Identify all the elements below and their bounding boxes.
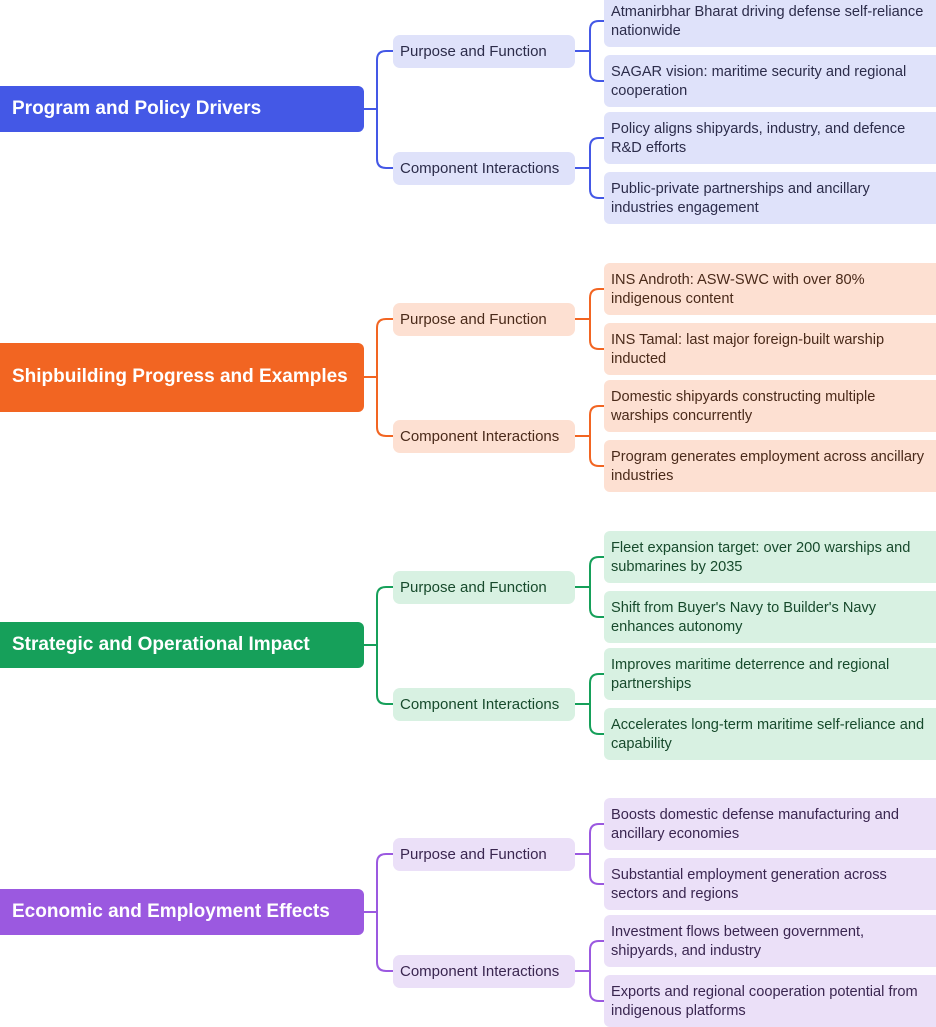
leaf-node-text: Atmanirbhar Bharat driving defense self-… <box>611 4 924 39</box>
leaf-node: Domestic shipyards constructing multiple… <box>604 380 936 432</box>
leaf-node-text: Program generates employment across anci… <box>611 449 925 484</box>
leaf-node: SAGAR vision: maritime security and regi… <box>604 55 936 107</box>
leaf-node-text: Accelerates long-term maritime self-reli… <box>611 717 925 752</box>
connector-line <box>589 405 604 467</box>
leaf-node-text: INS Tamal: last major foreign-built wars… <box>611 332 885 367</box>
branch-node-label: Component Interactions <box>400 427 560 445</box>
connector-line <box>589 556 604 618</box>
leaf-node: Improves maritime deterrence and regiona… <box>604 648 936 700</box>
connector-line <box>589 940 604 1002</box>
leaf-node: Atmanirbhar Bharat driving defense self-… <box>604 0 936 47</box>
branch-node-label: Purpose and Function <box>400 578 547 596</box>
leaf-node-text: Fleet expansion target: over 200 warship… <box>611 540 911 575</box>
leaf-node-text: Domestic shipyards constructing multiple… <box>611 389 876 424</box>
leaf-node: Boosts domestic defense manufacturing an… <box>604 798 936 850</box>
leaf-node-text: Substantial employment generation across… <box>611 867 887 902</box>
leaf-node: Exports and regional cooperation potenti… <box>604 975 936 1027</box>
leaf-node-text: Policy aligns shipyards, industry, and d… <box>611 121 906 156</box>
root-node: Economic and Employment Effects <box>0 889 364 935</box>
leaf-node: INS Tamal: last major foreign-built wars… <box>604 323 936 375</box>
leaf-node: Substantial employment generation across… <box>604 858 936 910</box>
branch-node: Component Interactions <box>393 419 575 453</box>
leaf-node: Investment flows between government, shi… <box>604 915 936 967</box>
branch-node-label: Component Interactions <box>400 962 560 980</box>
leaf-node-text: INS Androth: ASW-SWC with over 80% indig… <box>611 272 865 307</box>
leaf-node-text: Public-private partnerships and ancillar… <box>611 181 870 216</box>
leaf-node: Shift from Buyer's Navy to Builder's Nav… <box>604 591 936 643</box>
branch-node: Purpose and Function <box>393 837 575 871</box>
leaf-node-text: Boosts domestic defense manufacturing an… <box>611 807 899 842</box>
branch-node: Component Interactions <box>393 954 575 988</box>
leaf-node-text: Shift from Buyer's Navy to Builder's Nav… <box>611 600 877 635</box>
connector-line <box>589 137 604 199</box>
branch-node-label: Purpose and Function <box>400 845 547 863</box>
connector-line <box>376 586 393 705</box>
root-node-title: Program and Policy Drivers <box>12 98 262 119</box>
connector-line <box>589 823 604 885</box>
branch-node-label: Purpose and Function <box>400 42 547 60</box>
root-node-title: Strategic and Operational Impact <box>12 634 310 655</box>
branch-node: Purpose and Function <box>393 302 575 336</box>
root-node-title: Economic and Employment Effects <box>12 901 330 922</box>
leaf-node: Fleet expansion target: over 200 warship… <box>604 531 936 583</box>
branch-node: Component Interactions <box>393 687 575 721</box>
connector-line <box>376 853 393 972</box>
leaf-node-text: Improves maritime deterrence and regiona… <box>611 657 890 692</box>
leaf-node: Public-private partnerships and ancillar… <box>604 172 936 224</box>
root-node: Strategic and Operational Impact <box>0 622 364 668</box>
leaf-node-text: Exports and regional cooperation potenti… <box>611 984 918 1019</box>
branch-node-label: Component Interactions <box>400 159 560 177</box>
branch-node-label: Purpose and Function <box>400 310 547 328</box>
connector-line <box>376 318 393 437</box>
connector-line <box>589 673 604 735</box>
leaf-node: Policy aligns shipyards, industry, and d… <box>604 112 936 164</box>
root-node: Shipbuilding Progress and Examples <box>0 342 364 412</box>
connector-line <box>376 50 393 169</box>
root-node-title: Shipbuilding Progress and Examples <box>12 366 348 387</box>
leaf-node: Program generates employment across anci… <box>604 440 936 492</box>
leaf-node: Accelerates long-term maritime self-reli… <box>604 708 936 760</box>
branch-node-label: Component Interactions <box>400 695 560 713</box>
root-node: Program and Policy Drivers <box>0 86 364 132</box>
connector-line <box>589 288 604 350</box>
branch-node: Purpose and Function <box>393 570 575 604</box>
leaf-node: INS Androth: ASW-SWC with over 80% indig… <box>604 263 936 315</box>
connector-line <box>589 20 604 82</box>
branch-node: Component Interactions <box>393 151 575 185</box>
branch-node: Purpose and Function <box>393 34 575 68</box>
leaf-node-text: SAGAR vision: maritime security and regi… <box>611 64 907 99</box>
leaf-node-text: Investment flows between government, shi… <box>611 924 865 959</box>
